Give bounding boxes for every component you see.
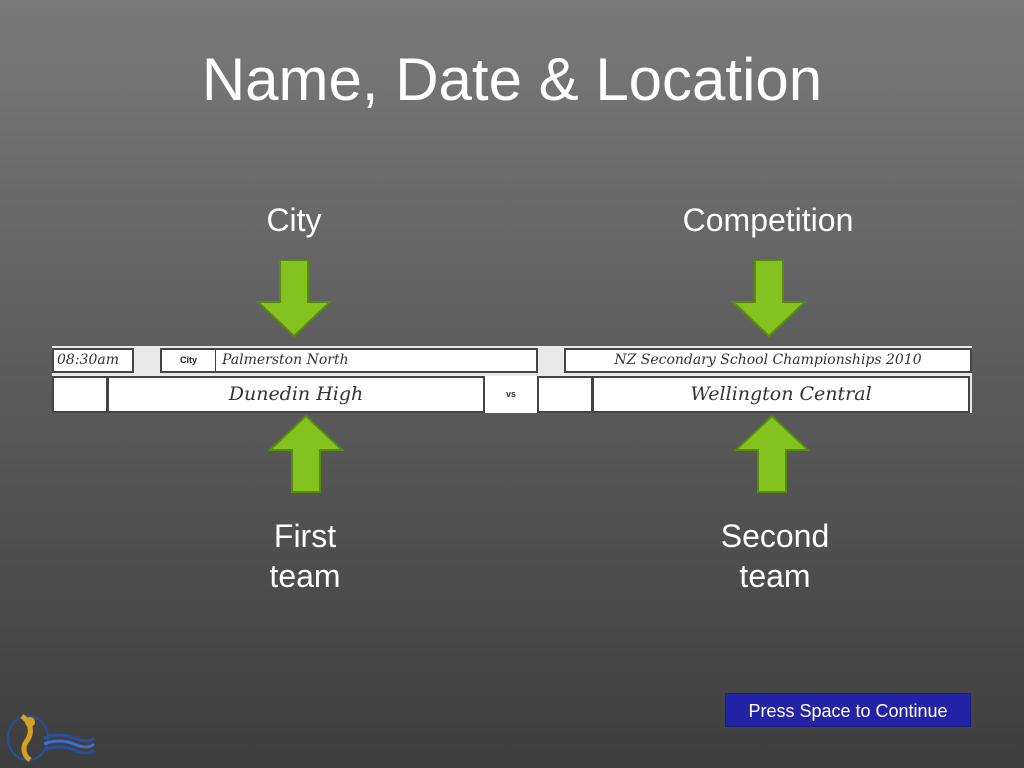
- city-field-label: City: [160, 348, 216, 373]
- competition-field[interactable]: NZ Secondary School Championships 2010: [564, 348, 972, 373]
- arrow-up-icon: [734, 414, 810, 493]
- second-team-label-line1: Second: [720, 518, 830, 554]
- arrow-up-icon: [268, 414, 344, 493]
- vs-label: vs: [485, 376, 537, 413]
- team1-field[interactable]: Dunedin High: [107, 376, 485, 413]
- competition-label: Competition: [682, 202, 854, 238]
- team2-field[interactable]: Wellington Central: [592, 376, 970, 413]
- team2-number-field[interactable]: [537, 376, 593, 413]
- slide-title: Name, Date & Location: [201, 46, 823, 113]
- arrow-down-icon: [731, 260, 807, 338]
- team1-number-field[interactable]: [52, 376, 108, 413]
- city-field[interactable]: Palmerston North: [215, 348, 538, 373]
- arrow-down-icon: [256, 260, 332, 338]
- second-team-label: Second team: [690, 516, 860, 596]
- continue-button[interactable]: Press Space to Continue: [725, 693, 971, 727]
- netball-nz-logo-icon: [7, 714, 96, 763]
- first-team-label-line2: team: [269, 558, 341, 594]
- city-label: City: [266, 202, 322, 238]
- scoresheet-header: 08:30am City Palmerston North NZ Seconda…: [52, 346, 972, 413]
- first-team-label: First team: [230, 516, 380, 596]
- first-team-label-line1: First: [273, 518, 337, 554]
- time-field[interactable]: 08:30am: [52, 348, 134, 373]
- second-team-label-line2: team: [739, 558, 811, 594]
